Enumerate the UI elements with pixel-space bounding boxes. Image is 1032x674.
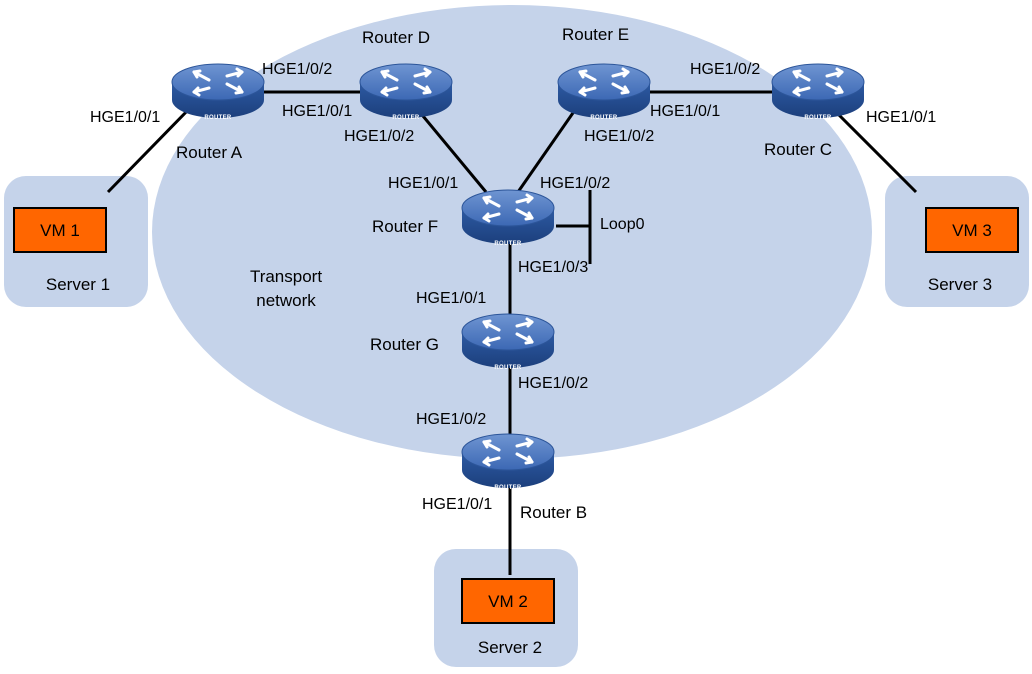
iface-b-g: HGE1/0/2: [416, 411, 486, 428]
router-f-label: Router F: [372, 217, 438, 236]
vm-2-box[interactable]: [461, 578, 555, 624]
router-b-badge: ROUTER: [494, 485, 521, 491]
iface-b-server: HGE1/0/1: [422, 496, 492, 513]
links: [106, 90, 918, 575]
vm-3-label: VM 3: [952, 221, 992, 240]
router-a-label: Router A: [176, 143, 243, 162]
iface-f-d: HGE1/0/1: [388, 175, 458, 192]
router-e-icon[interactable]: [556, 62, 652, 120]
router-c-icon[interactable]: [770, 62, 866, 120]
router-d-label: Router D: [362, 28, 430, 47]
iface-f-g: HGE1/0/3: [518, 259, 588, 276]
loopback-label: Loop0: [600, 216, 645, 233]
server-3-label: Server 3: [928, 275, 992, 294]
router-b-icon[interactable]: [460, 432, 556, 490]
vm-3-box[interactable]: [925, 207, 1019, 253]
iface-g-f: HGE1/0/1: [416, 290, 486, 307]
transport-network-label-line1: Transport: [250, 267, 322, 286]
link-c-server3: [832, 108, 918, 194]
server-1-label: Server 1: [46, 275, 110, 294]
router-d-badge: ROUTER: [392, 115, 419, 121]
link-d-f: [416, 109, 488, 193]
router-f-badge: ROUTER: [494, 241, 521, 247]
iface-a-server: HGE1/0/1: [90, 109, 160, 126]
iface-f-e: HGE1/0/2: [540, 175, 610, 192]
router-g-badge: ROUTER: [494, 365, 521, 371]
vm-1-box[interactable]: [13, 207, 107, 253]
link-e-f: [516, 109, 577, 193]
iface-g-b: HGE1/0/2: [518, 375, 588, 392]
router-c-badge: ROUTER: [804, 115, 831, 121]
transport-network-label-line2: network: [256, 291, 316, 310]
iface-a-d: HGE1/0/2: [262, 61, 332, 78]
router-e-label: Router E: [562, 25, 629, 44]
router-a-badge: ROUTER: [204, 115, 231, 121]
iface-c-e: HGE1/0/2: [690, 61, 760, 78]
vm-1-label: VM 1: [40, 221, 80, 240]
router-g-label: Router G: [370, 335, 439, 354]
link-a-server1: [106, 106, 192, 194]
iface-e-c: HGE1/0/1: [650, 103, 720, 120]
router-g-icon[interactable]: [460, 312, 556, 370]
iface-c-server: HGE1/0/1: [866, 109, 936, 126]
iface-e-f: HGE1/0/2: [584, 128, 654, 145]
vm-2-label: VM 2: [488, 592, 528, 611]
server-2-label: Server 2: [478, 638, 542, 657]
router-e-badge: ROUTER: [590, 115, 617, 121]
router-f-icon[interactable]: [460, 188, 556, 246]
iface-d-a: HGE1/0/1: [282, 103, 352, 120]
router-a-icon[interactable]: [170, 62, 266, 120]
router-c-label: Router C: [764, 140, 832, 159]
router-b-label: Router B: [520, 503, 587, 522]
iface-d-f: HGE1/0/2: [344, 128, 414, 145]
router-d-icon[interactable]: [358, 62, 454, 120]
